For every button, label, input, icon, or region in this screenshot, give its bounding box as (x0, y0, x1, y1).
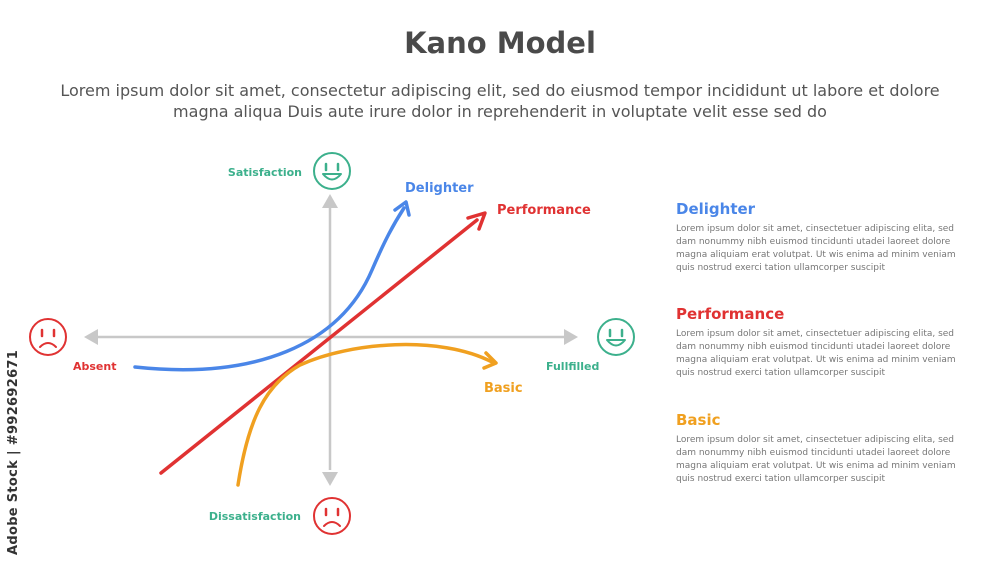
axis-arrow-right (564, 329, 578, 345)
performance-curve (159, 218, 479, 475)
happy-face-icon (597, 318, 635, 356)
basic-curve (236, 342, 494, 487)
performance-arrowhead (466, 211, 487, 231)
legend-description: Lorem ipsum dolor sit amet, cinsectetuer… (676, 329, 956, 378)
legend-basic: Basic Lorem ipsum dolor sit amet, cinsec… (676, 411, 966, 486)
legend-description: Lorem ipsum dolor sit amet, cinsectetuer… (676, 435, 956, 484)
legend-description: Lorem ipsum dolor sit amet, cinsectetuer… (676, 224, 956, 273)
stock-watermark: Adobe Stock | #992692671 (6, 349, 21, 555)
delighter-arrowhead (393, 200, 411, 217)
axis-label-satisfaction: Satisfaction (228, 166, 302, 179)
curve-label-delighter: Delighter (405, 181, 474, 196)
legend-title: Performance (676, 305, 785, 323)
sad-face-icon (313, 497, 351, 535)
page-title: Kano Model (404, 26, 596, 60)
curve-label-performance: Performance (497, 203, 591, 218)
axis-label-fulfilled: Fullfilled (546, 360, 599, 373)
legend-delighter: Delighter Lorem ipsum dolor sit amet, ci… (676, 200, 966, 275)
sad-face-icon (29, 318, 67, 356)
legend-title: Basic (676, 411, 721, 429)
happy-face-icon (313, 152, 351, 190)
axis-arrow-down (322, 472, 338, 486)
legend-title: Delighter (676, 200, 756, 218)
curve-label-basic: Basic (484, 381, 523, 396)
delighter-curve (133, 206, 406, 372)
basic-arrowhead (482, 351, 498, 370)
axis-label-dissatisfaction: Dissatisfaction (209, 510, 301, 523)
axis-arrow-left (84, 329, 98, 345)
axis-arrow-up (322, 194, 338, 208)
axis-label-absent: Absent (73, 360, 116, 373)
legend-performance: Performance Lorem ipsum dolor sit amet, … (676, 305, 966, 380)
page-subtitle: Lorem ipsum dolor sit amet, consectetur … (60, 81, 940, 121)
